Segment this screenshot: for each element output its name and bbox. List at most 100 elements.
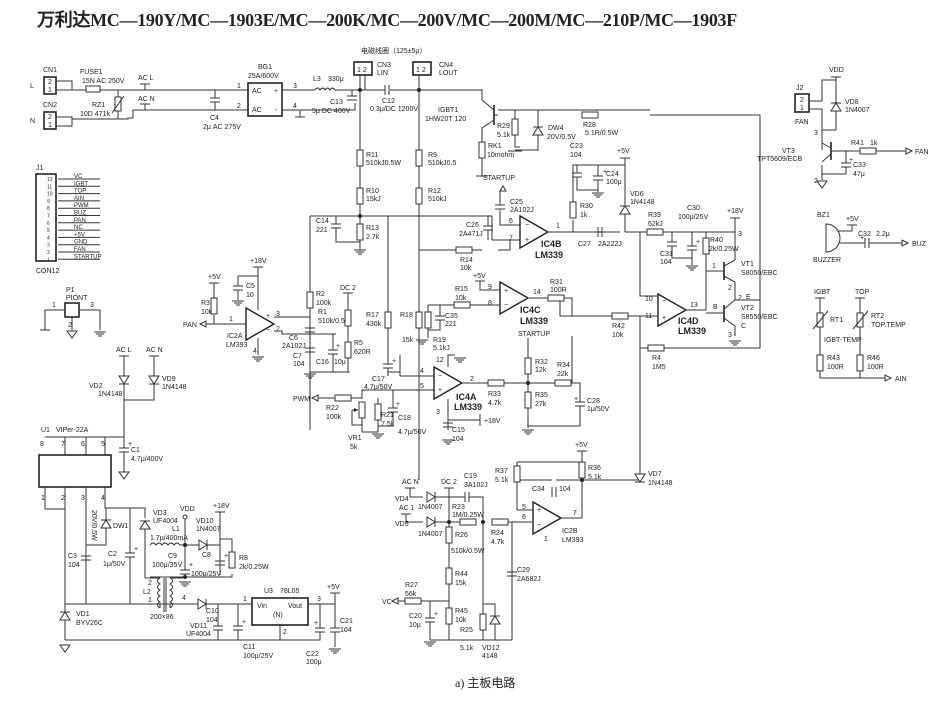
svg-text:BG1: BG1 bbox=[258, 64, 272, 71]
svg-text:2: 2 bbox=[276, 326, 280, 333]
capacitor-c13: C13 5μ DC 400V bbox=[312, 90, 358, 115]
svg-text:VD7: VD7 bbox=[648, 471, 662, 478]
svg-text:510k/0.5V: 510k/0.5V bbox=[318, 318, 350, 325]
buzzer-bz1: BZ1 BUZZER bbox=[813, 212, 841, 264]
svg-text:100R: 100R bbox=[867, 364, 884, 371]
svg-text:4: 4 bbox=[47, 235, 50, 241]
svg-text:5: 5 bbox=[101, 441, 105, 448]
svg-text:J1: J1 bbox=[36, 165, 44, 172]
svg-text:GND: GND bbox=[74, 240, 88, 246]
ic4d-wires bbox=[632, 295, 706, 480]
svg-text:R46: R46 bbox=[867, 355, 880, 362]
svg-text:5.1k: 5.1k bbox=[495, 477, 509, 484]
svg-text:+: + bbox=[574, 396, 578, 403]
svg-text:PIONT: PIONT bbox=[66, 295, 88, 302]
svg-text:1k: 1k bbox=[870, 140, 878, 147]
svg-text:NC: NC bbox=[74, 225, 83, 231]
net-vc-in: VC bbox=[382, 597, 449, 606]
svg-text:100k: 100k bbox=[326, 414, 342, 421]
capacitor-c8: +C8 bbox=[202, 552, 228, 566]
svg-text:Vout: Vout bbox=[288, 603, 302, 610]
svg-text:C14: C14 bbox=[316, 218, 329, 225]
svg-text:3: 3 bbox=[276, 311, 280, 318]
figure-caption: a) 主板电路 bbox=[455, 676, 516, 690]
svg-text:1N4007: 1N4007 bbox=[418, 504, 443, 511]
net-5v-ic4c: +5V bbox=[473, 273, 500, 291]
net-pan-out: PAN bbox=[183, 315, 246, 329]
igbt1: IGBT1 1HW20T 120 bbox=[425, 99, 650, 135]
c30-c31-wires bbox=[671, 232, 693, 265]
svg-text:R1: R1 bbox=[318, 309, 327, 316]
net-ac-n: AC N bbox=[138, 96, 155, 110]
varistor-rz1: RZ1 10D 471k bbox=[80, 90, 125, 119]
svg-text:1N4148: 1N4148 bbox=[98, 391, 123, 398]
l1-ref: L1 bbox=[172, 526, 180, 533]
svg-text:R35: R35 bbox=[535, 392, 548, 399]
svg-text:AIN: AIN bbox=[74, 196, 84, 202]
comparator-ic4a: −+ 4 5 2 12 3 IC4A LM339 bbox=[420, 357, 482, 416]
net-ac1-vd5: AC 1 bbox=[399, 505, 423, 523]
svg-text:BUZ: BUZ bbox=[912, 241, 927, 248]
svg-text:+5V: +5V bbox=[617, 148, 630, 155]
c9-value: 100μ/35V bbox=[152, 562, 182, 569]
svg-text:2A682J: 2A682J bbox=[517, 576, 541, 583]
ic4c-wires bbox=[428, 297, 573, 316]
svg-text:200×86: 200×86 bbox=[150, 614, 174, 621]
svg-text:R11: R11 bbox=[366, 152, 378, 159]
svg-text:+5V: +5V bbox=[208, 274, 221, 281]
svg-text:+5V: +5V bbox=[473, 273, 486, 280]
ic4b-wires bbox=[419, 191, 620, 251]
connector-cn2: CN2 N 2 1 bbox=[30, 102, 57, 130]
svg-text:56k: 56k bbox=[405, 591, 417, 598]
svg-text:R44: R44 bbox=[455, 571, 468, 578]
svg-text:2: 2 bbox=[48, 79, 52, 86]
svg-text:C25: C25 bbox=[510, 199, 523, 206]
svg-text:+: + bbox=[662, 315, 666, 322]
transformer-l2: L2 2 1 4 200×86 bbox=[143, 577, 195, 621]
svg-text:+: + bbox=[696, 239, 700, 246]
svg-text:R42: R42 bbox=[612, 323, 625, 330]
svg-text:STARTUP: STARTUP bbox=[483, 175, 515, 182]
svg-text:2A471J: 2A471J bbox=[459, 231, 483, 238]
svg-text:R34: R34 bbox=[557, 362, 570, 369]
svg-text:C6: C6 bbox=[289, 335, 298, 342]
svg-text:12k: 12k bbox=[535, 367, 547, 374]
svg-text:C32: C32 bbox=[858, 231, 871, 238]
svg-text:430k: 430k bbox=[366, 321, 382, 328]
svg-text:9: 9 bbox=[47, 199, 50, 205]
svg-text:VC: VC bbox=[74, 174, 83, 180]
svg-text:1: 1 bbox=[556, 223, 560, 230]
svg-text:R29: R29 bbox=[497, 123, 510, 130]
svg-text:+: + bbox=[336, 343, 340, 350]
svg-text:R39: R39 bbox=[648, 212, 661, 219]
svg-text:100μ/25V: 100μ/25V bbox=[243, 653, 273, 660]
svg-text:1: 1 bbox=[48, 87, 52, 94]
svg-text:R41: R41 bbox=[851, 140, 864, 147]
svg-text:+18V: +18V bbox=[484, 418, 501, 425]
vd10-wires bbox=[150, 512, 233, 578]
svg-text:15k: 15k bbox=[402, 337, 414, 344]
svg-text:10: 10 bbox=[645, 296, 653, 303]
c8-value: 100μ/25V bbox=[191, 571, 221, 578]
svg-text:N: N bbox=[30, 118, 35, 125]
svg-text:+18V: +18V bbox=[250, 258, 267, 265]
coil-note: 电磁线圈（125±5μ） bbox=[361, 46, 426, 55]
svg-text:7: 7 bbox=[509, 235, 513, 242]
